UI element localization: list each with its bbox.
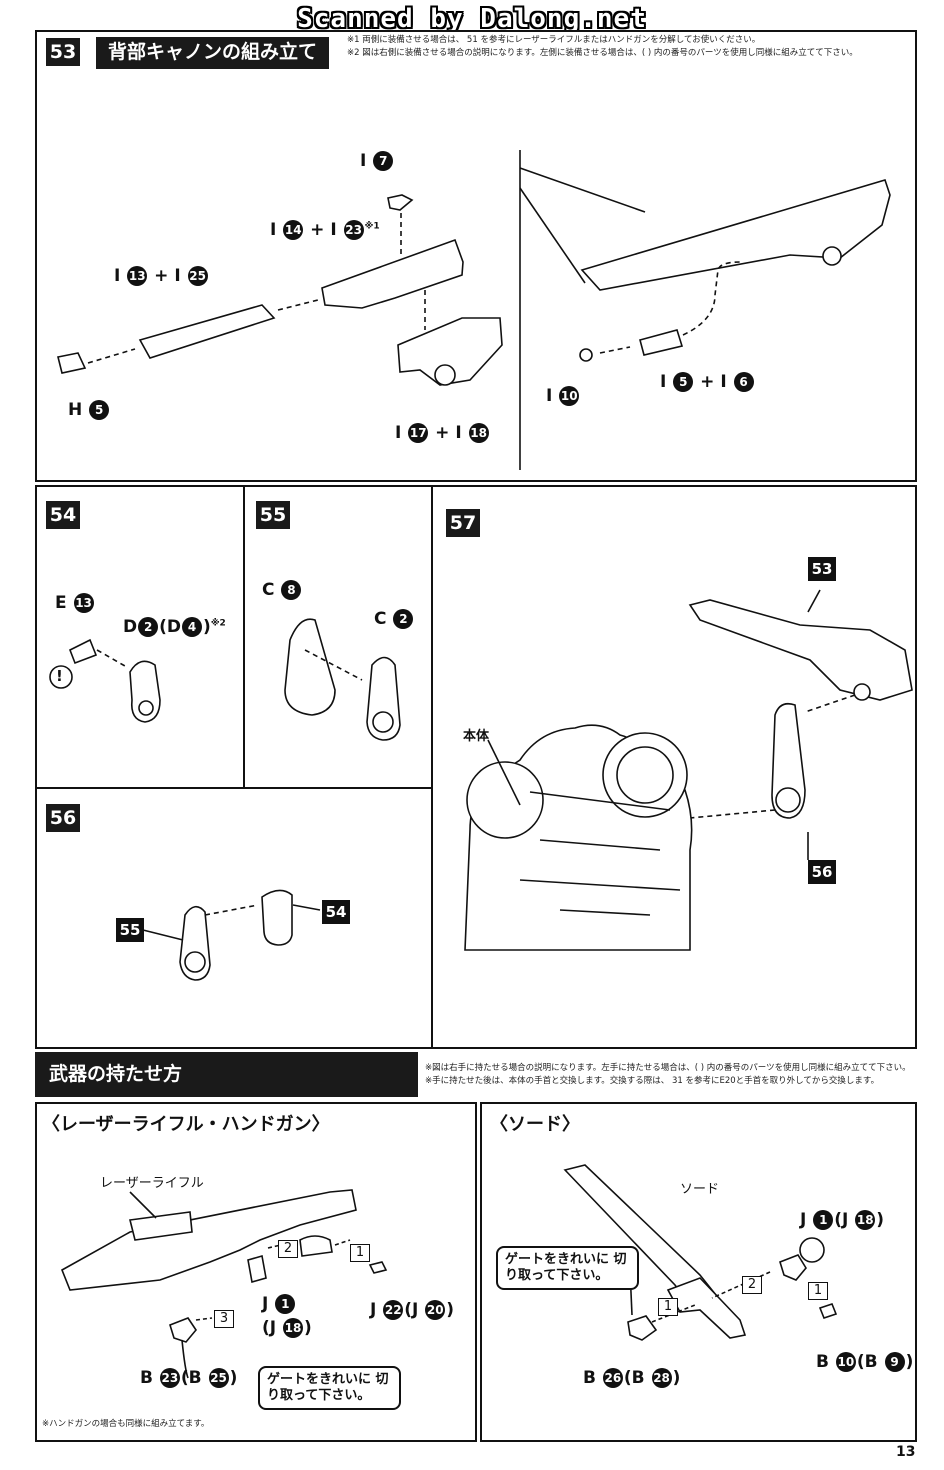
callout-54: 54 <box>322 900 350 924</box>
step-54-panel <box>35 485 245 789</box>
callout-53: 53 <box>808 557 836 581</box>
label-i10: I 10 <box>546 386 580 406</box>
step-53-panel <box>35 30 917 482</box>
step-55-number: 55 <box>256 501 290 529</box>
step-54-number: 54 <box>46 501 80 529</box>
body-label: 本体 <box>463 729 490 744</box>
gate-note-left: ゲートをきれいに 切り取って下さい。 <box>258 1366 401 1410</box>
weapons-left-heading: 〈レーザーライフル・ハンドガン〉 <box>42 1114 330 1135</box>
weapons-note-2: ※手に持たせた後は、本体の手首と交換します。交換する際は、 31 を参考にE20… <box>425 1076 880 1086</box>
label-b10: B 10(B 9) <box>816 1352 914 1372</box>
step-56-number: 56 <box>46 804 80 832</box>
weapons-left-panel <box>35 1102 477 1442</box>
step-57-number: 57 <box>446 509 480 537</box>
label-b26: B 26(B 28) <box>583 1368 681 1388</box>
gate-note-right: ゲートをきれいに 切り取って下さい。 <box>496 1246 639 1290</box>
right-step-2: 2 <box>742 1276 762 1294</box>
label-c8: C 8 <box>262 580 302 600</box>
label-e13: E 13 <box>55 593 94 613</box>
label-i7: I 7 <box>360 151 394 171</box>
watermark: Scanned by Dalong.net <box>297 4 647 34</box>
step-55-panel <box>243 485 433 789</box>
right-step-1a: 1 <box>658 1298 678 1316</box>
step-57-panel <box>431 485 917 1049</box>
weapons-title: 武器の持たせ方 <box>35 1052 418 1097</box>
label-c2: C 2 <box>374 609 414 629</box>
label-i5-i6: I 5 + I 6 <box>660 372 755 392</box>
left-step-2: 2 <box>278 1240 298 1258</box>
label-i13-i25: I 13 + I 25 <box>114 266 208 286</box>
label-h5: H 5 <box>68 400 110 420</box>
callout-55: 55 <box>116 918 144 942</box>
label-i14-i23: I 14 + I 23※1 <box>270 220 380 240</box>
right-step-1b: 1 <box>808 1282 828 1300</box>
label-j22: J 22(J 20) <box>370 1300 455 1320</box>
label-i17-i18: I 17 + I 18 <box>395 423 489 443</box>
handgun-footnote: ※ハンドガンの場合も同様に組み立てます。 <box>42 1419 210 1429</box>
page-number: 13 <box>896 1444 916 1460</box>
step-53-note-2: ※2 図は右側に装備させる場合の説明になります。左側に装備させる場合は、( ) … <box>347 48 858 58</box>
left-step-3: 3 <box>214 1310 234 1328</box>
step-53-number: 53 <box>46 38 80 66</box>
rifle-label: レーザーライフル <box>100 1176 204 1191</box>
step-56-panel <box>35 787 433 1049</box>
step-53-note-1: ※1 両側に装備させる場合は、 51 を参考にレーザーライフルまたはハンドガンを… <box>347 35 761 45</box>
step-53-title: 背部キャノンの組み立て <box>96 37 330 69</box>
warning-icon: ! <box>56 667 63 685</box>
sword-label: ソード <box>680 1182 720 1197</box>
label-b23: B 23(B 25) <box>140 1368 238 1388</box>
weapons-right-heading: 〈ソード〉 <box>490 1114 580 1135</box>
label-j1-left: J 1(J 18) <box>262 1294 312 1338</box>
callout-56: 56 <box>808 860 836 884</box>
weapons-note-1: ※図は右手に持たせる場合の説明になります。左手に持たせる場合は、( ) 内の番号… <box>425 1063 911 1073</box>
label-j1-right: J 1(J 18) <box>800 1210 885 1230</box>
left-step-1: 1 <box>350 1244 370 1262</box>
